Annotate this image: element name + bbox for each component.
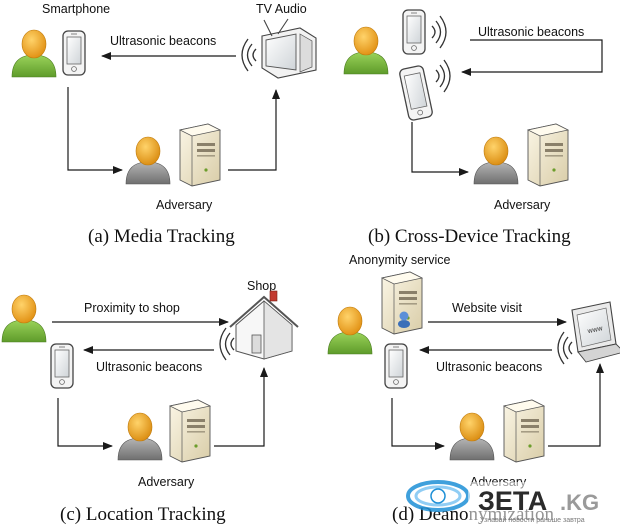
smartphone-icon: [384, 343, 408, 389]
panel-media-tracking: Smartphone TV Audio Ultrasonic beacons A…: [11, 2, 317, 247]
device-to-adversary-arrow: [411, 122, 469, 176]
smartphone-icon: [50, 343, 74, 389]
adversary-person-icon: [117, 412, 163, 461]
watermark-tagline: Узнавай новости раньше завтра: [480, 516, 585, 524]
adversary-to-shop-arrow: [214, 367, 268, 447]
phone-to-adversary-arrow: [67, 87, 123, 174]
sound-waves-icon: [431, 15, 447, 49]
proximity-label: Proximity to shop: [84, 301, 180, 315]
smartphone-icon: [402, 9, 426, 55]
ultrasonic-beacons-label: Ultrasonic beacons: [96, 360, 202, 374]
adversary-label: Adversary: [494, 198, 551, 212]
caption-b: (b) Cross-Device Tracking: [368, 226, 571, 247]
laptop-icon: www: [571, 301, 620, 363]
beacon-loop-arrow: [461, 39, 603, 76]
sound-waves-icon: [435, 59, 451, 93]
smartphone-label: Smartphone: [42, 2, 110, 16]
sound-waves-icon: [219, 327, 235, 361]
adversary-to-tv-arrow: [228, 89, 280, 171]
adversary-label: Adversary: [138, 475, 195, 489]
ultrasonic-beacons-label: Ultrasonic beacons: [110, 34, 216, 48]
watermark-logo-icon: [406, 480, 470, 512]
computer-icon: [179, 123, 221, 187]
watermark-brand-suffix: .KG: [560, 490, 599, 515]
computer-icon: [169, 399, 211, 463]
adversary-person-icon: [473, 136, 519, 185]
panel-location-tracking: Shop Proximity to shop Ultrasonic beacon…: [1, 279, 299, 525]
person-icon: [343, 26, 389, 75]
adversary-person-icon: [449, 412, 495, 461]
computer-icon: [503, 399, 545, 463]
watermark: ЗЕТА .KG Узнавай новости раньше завтра: [406, 480, 618, 526]
watermark-brand: ЗЕТА: [478, 486, 547, 516]
computer-icon: [527, 123, 569, 187]
panel-cross-device-tracking: Ultrasonic beacons Adversary (b) Cross-D…: [343, 9, 603, 247]
person-icon: [11, 29, 57, 78]
caption-c: (c) Location Tracking: [60, 504, 226, 525]
anonymity-service-icon: [381, 271, 423, 335]
sound-waves-icon: [241, 38, 257, 72]
website-visit-label: Website visit: [452, 301, 522, 315]
tv-icon: [261, 18, 317, 79]
tv-audio-label: TV Audio: [256, 2, 307, 16]
adversary-person-icon: [125, 136, 171, 185]
tablet-icon: [399, 65, 433, 121]
smartphone-icon: [62, 30, 86, 76]
adversary-to-website-arrow: [548, 363, 604, 447]
phone-to-adversary-arrow: [391, 398, 445, 450]
caption-a: (a) Media Tracking: [88, 226, 235, 247]
person-icon: [1, 294, 47, 343]
phone-to-adversary-arrow: [57, 398, 113, 450]
svg-text:www: www: [586, 325, 604, 335]
adversary-label: Adversary: [156, 198, 213, 212]
person-icon: [327, 306, 373, 355]
anonymity-service-label: Anonymity service: [349, 253, 450, 267]
sound-waves-icon: [557, 331, 573, 365]
shop-label: Shop: [247, 279, 276, 293]
ultrasonic-beacons-label: Ultrasonic beacons: [436, 360, 542, 374]
ultrasonic-beacons-label: Ultrasonic beacons: [478, 25, 584, 39]
house-icon: [229, 290, 299, 360]
